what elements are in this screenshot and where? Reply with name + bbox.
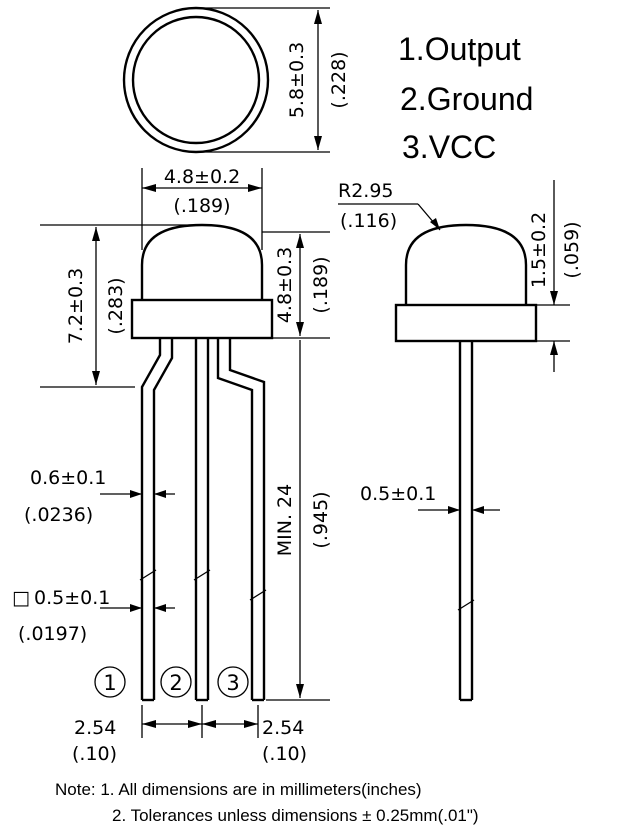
notes: Note: 1. All dimensions are in millimete…	[55, 780, 479, 825]
pin-legend: 1.Output 2.Ground 3.VCC	[398, 31, 533, 165]
overall-height-mm: 7.2±0.3	[65, 268, 87, 344]
pin-1-number: 1	[103, 671, 116, 695]
front-flange	[130, 298, 274, 340]
flange-thickness-mm: 1.5±0.2	[528, 212, 550, 288]
pin-3-circle	[217, 666, 249, 698]
pin-label-vcc: 3.VCC	[402, 129, 496, 165]
pin-2-circle	[160, 666, 192, 698]
top-view-inner-ring	[131, 15, 261, 145]
pin-1-circle	[94, 666, 126, 698]
pin-label-ground: 2.Ground	[400, 81, 533, 117]
lead-length-in: (.945)	[310, 491, 332, 548]
lead-length-mm: MIN. 24	[274, 484, 296, 556]
dome-height-mm: 4.8±0.3	[274, 247, 296, 323]
front-view: 4.8±0.2 (.189) 7.2±0.3 (.283) 4.8±0.3 (.…	[12, 166, 332, 765]
pin-2-number: 2	[169, 671, 182, 695]
lead-width-mm: 0.6±0.1	[30, 467, 106, 489]
overall-height-in: (.283)	[105, 277, 127, 334]
side-dome	[404, 223, 528, 305]
side-view: R2.95 (.116) 1.5±0.2 (.059) 0.5±0.1	[338, 180, 583, 702]
top-diameter-mm: 5.8±0.3	[286, 42, 308, 118]
top-diameter-in: (.228)	[328, 51, 350, 108]
pitch-right-mm: 2.54	[262, 717, 304, 739]
flange-thickness-in: (.059)	[561, 221, 583, 278]
front-width-mm: 4.8±0.2	[164, 166, 240, 188]
lead-3-right-edge	[228, 338, 266, 700]
top-view-outer-ring	[122, 6, 270, 154]
lead-square-in: (.0197)	[18, 623, 87, 645]
lead-1-left-edge	[140, 338, 162, 700]
pitch-right-in: (.10)	[262, 743, 307, 765]
pitch-left-in: (.10)	[72, 743, 117, 765]
lead-width-in: (.0236)	[24, 504, 93, 526]
side-lead-mm: 0.5±0.1	[360, 483, 436, 505]
dome-height-in: (.189)	[310, 256, 332, 313]
note-line-1: Note: 1. All dimensions are in millimete…	[55, 780, 422, 799]
square-symbol: □	[12, 587, 30, 609]
side-flange	[394, 303, 538, 343]
front-dome	[140, 223, 264, 300]
pitch-left-mm: 2.54	[74, 717, 116, 739]
lead-1-right-edge	[152, 338, 174, 700]
radius-mm: R2.95	[338, 180, 394, 202]
radius-in: (.116)	[340, 210, 397, 232]
pin-label-output: 1.Output	[398, 31, 521, 67]
lead-square-mm: 0.5±0.1	[34, 587, 110, 609]
lead-3-left-edge	[216, 338, 254, 700]
pin-3-number: 3	[226, 671, 239, 695]
front-width-in: (.189)	[173, 195, 230, 217]
top-view: 5.8±0.3 (.228)	[122, 6, 350, 154]
note-line-2: 2. Tolerances unless dimensions ± 0.25mm…	[112, 806, 479, 825]
